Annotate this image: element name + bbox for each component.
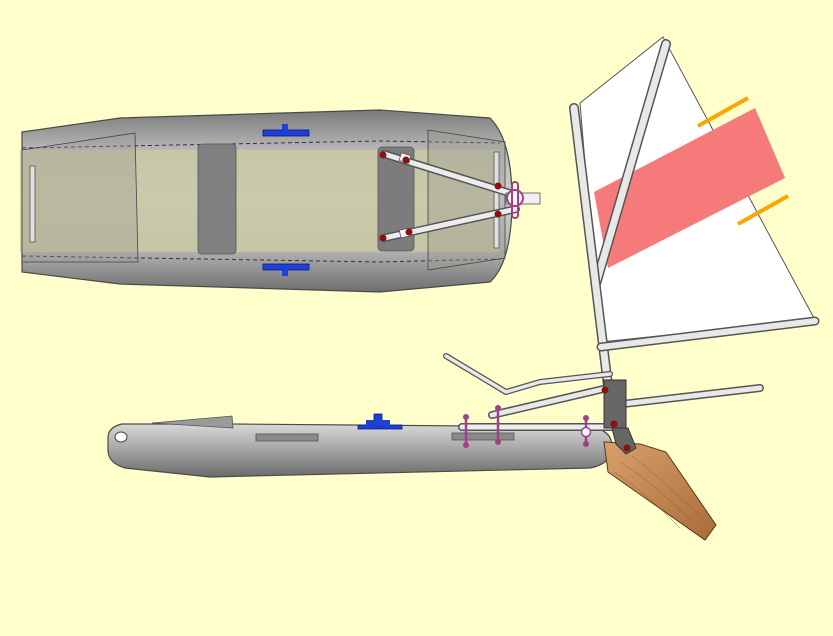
top-pivot-pins <box>379 151 502 242</box>
mast <box>569 103 615 407</box>
side-rail-slot <box>255 433 319 442</box>
top-bow-slot <box>29 165 36 243</box>
top-stern-panel <box>427 129 506 271</box>
side-view <box>107 36 820 541</box>
boom <box>596 316 820 352</box>
telltale-lower <box>737 194 789 226</box>
frame-struts <box>458 383 764 431</box>
top-view <box>20 109 541 293</box>
rudder <box>603 441 717 541</box>
lashing-pins <box>463 405 592 448</box>
side-rail-slot-aft <box>451 432 515 441</box>
rudder-pivot <box>623 444 631 452</box>
top-aft-seat <box>377 146 415 252</box>
top-cleat-upper <box>262 124 310 137</box>
bow-fin <box>151 415 234 429</box>
side-cleat <box>357 413 403 430</box>
rudder-grain <box>613 455 701 529</box>
top-stern-fitting <box>505 181 541 219</box>
top-bow-panel <box>21 132 139 263</box>
sprit <box>591 39 671 289</box>
tiller <box>443 353 613 395</box>
telltale-upper <box>697 96 749 128</box>
sail-stripe <box>594 108 785 268</box>
top-center-seat <box>197 143 237 255</box>
top-cleat-lower <box>262 263 310 276</box>
side-hull <box>107 423 613 478</box>
top-stern-slot <box>493 151 500 249</box>
bow-hole <box>114 431 128 443</box>
top-deck-dashed-edge-lower <box>21 255 501 263</box>
side-pivot-pins <box>601 386 618 428</box>
top-deck-dashed-edge-upper <box>21 140 501 149</box>
